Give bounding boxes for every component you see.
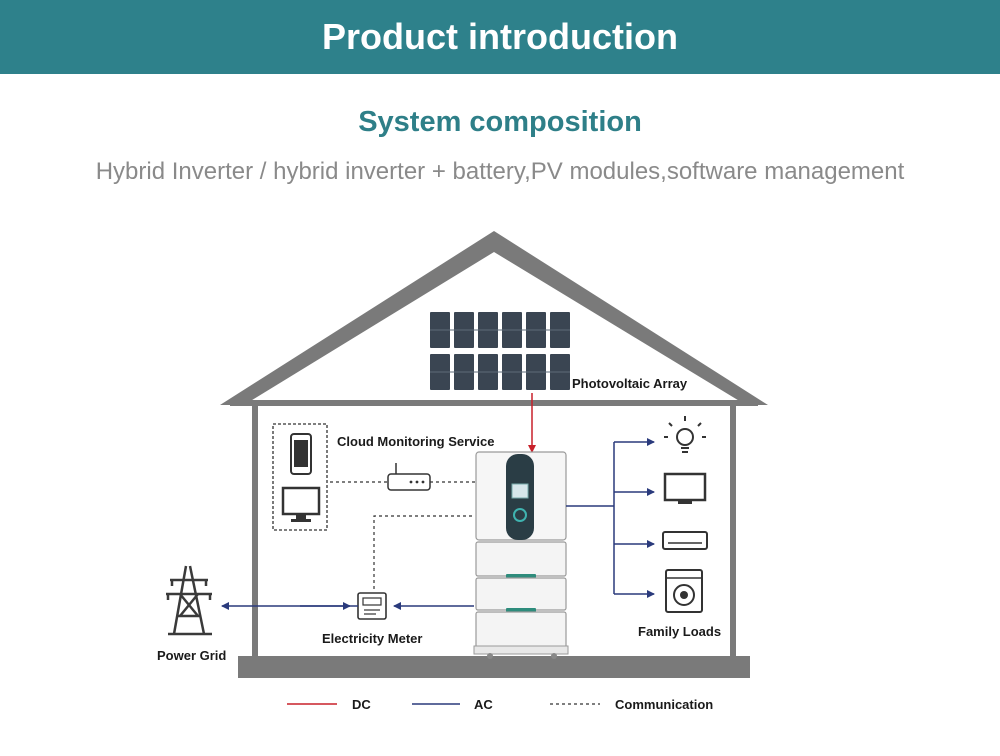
router-icon [387, 463, 431, 491]
legend: DC AC Communication [287, 697, 713, 712]
light-bulb-icon [664, 416, 706, 453]
monitoring-devices-box [272, 423, 328, 531]
smartphone-icon [290, 433, 312, 475]
family-loads-label: Family Loads [638, 624, 721, 639]
header-banner [0, 0, 1000, 74]
solar-panel-icon [430, 312, 570, 390]
legend-dc-label: DC [352, 697, 371, 712]
washing-machine-icon [665, 569, 703, 613]
section-title: System composition [358, 106, 642, 138]
electricity-meter-icon [357, 592, 387, 620]
legend-ac-label: AC [474, 697, 493, 712]
ac-load-distribution [566, 438, 655, 598]
monitor-icon [281, 486, 321, 522]
legend-comm-label: Communication [615, 697, 713, 712]
pv-array-label: Photovoltaic Array [572, 376, 688, 391]
hybrid-inverter-battery-stack [473, 451, 569, 659]
electricity-meter-label: Electricity Meter [322, 631, 422, 646]
air-conditioner-icon [662, 531, 708, 550]
television-icon [663, 472, 707, 504]
communication-lines [330, 481, 476, 590]
section-caption: Hybrid Inverter / hybrid inverter + batt… [95, 158, 905, 185]
power-grid-label: Power Grid [157, 648, 226, 663]
page-title: Product introduction [322, 16, 678, 57]
power-tower-icon [166, 565, 212, 636]
cloud-monitoring-label: Cloud Monitoring Service [337, 434, 494, 449]
house [220, 231, 768, 678]
